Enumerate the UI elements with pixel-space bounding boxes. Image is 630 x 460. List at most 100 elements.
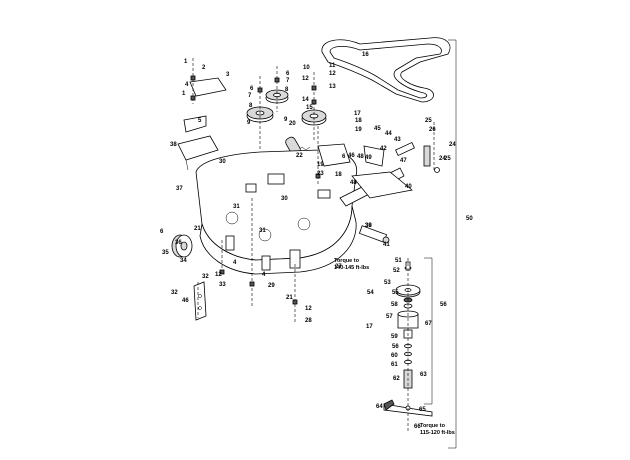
callout-35: 35: [162, 250, 169, 256]
callout-39: 39: [365, 223, 372, 229]
spindle-group-bracket: [424, 257, 433, 405]
callout-32-1: 32: [202, 274, 209, 280]
torque-note-blade-line1: Torque to: [420, 423, 446, 429]
callout-2: 2: [202, 65, 206, 71]
callout-41: 41: [383, 242, 390, 248]
callout-4-3: 4: [262, 272, 266, 278]
callout-29: 29: [268, 283, 275, 289]
callout-18-2: 18: [335, 172, 342, 178]
lift-bracket-assembly: [317, 141, 440, 173]
callout-50: 50: [466, 216, 473, 222]
callout-48-1: 48: [357, 154, 364, 160]
callout-53: 53: [384, 280, 391, 286]
callout-63: 63: [420, 372, 427, 378]
callout-60: 60: [391, 353, 398, 359]
callout-14: 14: [302, 97, 309, 103]
callout-30-1: 30: [219, 159, 226, 165]
callout-15: 15: [306, 105, 313, 111]
callout-31-1: 31: [233, 204, 240, 210]
callout-19-1: 19: [355, 127, 362, 133]
callout-21-1: 21: [194, 226, 201, 232]
idler-pulley-center: [265, 89, 289, 104]
callout-56-1: 56: [440, 302, 447, 308]
callout-11: 11: [329, 63, 336, 69]
callout-36: 36: [175, 240, 182, 246]
callout-57: 57: [386, 314, 393, 320]
callout-6-1: 6: [286, 71, 290, 77]
callout-8-2: 8: [249, 103, 253, 109]
callout-34: 34: [180, 258, 187, 264]
callout-17-1: 17: [354, 111, 361, 117]
callout-38-1: 38: [170, 142, 177, 148]
callout-55: 55: [392, 290, 399, 296]
callout-12-1: 12: [329, 71, 336, 77]
callout-10: 10: [303, 65, 310, 71]
callout-1-2: 1: [182, 91, 186, 97]
fasteners: [190, 75, 321, 305]
mower-deck-shell: [195, 149, 358, 275]
callout-66: 66: [414, 424, 421, 430]
callout-31-2: 31: [259, 228, 266, 234]
callout-25-1: 25: [425, 118, 432, 124]
torque-note-spindle: Torque to 140-145 ft-lbs: [334, 258, 369, 271]
callout-4-2: 4: [233, 260, 237, 266]
callout-64: 64: [376, 404, 383, 410]
callout-12-4: 12: [305, 306, 312, 312]
callout-20: 20: [289, 121, 296, 127]
callout-8-1: 8: [285, 87, 289, 93]
callout-52: 52: [393, 268, 400, 274]
callout-43: 43: [394, 137, 401, 143]
callout-9-1: 9: [247, 120, 251, 126]
callout-38-2: 38: [365, 223, 372, 229]
callout-51: 51: [395, 258, 402, 264]
callout-6-3: 6: [160, 229, 164, 235]
callout-40: 40: [405, 184, 412, 190]
callout-17-2: 17: [366, 324, 373, 330]
anti-scalp-wheel: [171, 234, 193, 258]
torque-note-spindle-line1: Torque to: [334, 258, 360, 264]
torque-note-spindle-line2: 140-145 ft-lbs: [334, 265, 369, 271]
callout-49: 49: [365, 155, 372, 161]
callout-9-2: 9: [284, 117, 288, 123]
callout-22: 22: [296, 153, 303, 159]
callout-54: 54: [367, 290, 374, 296]
callout-56-2: 56: [392, 344, 399, 350]
callout-45: 45: [374, 126, 381, 132]
callout-59: 59: [391, 334, 398, 340]
belt-cover: [177, 135, 219, 171]
callout-18-1: 18: [355, 118, 362, 124]
callout-48-2: 48: [350, 180, 357, 186]
idler-pulley-left: [246, 106, 274, 123]
callout-67: 67: [425, 321, 432, 327]
callout-12-2: 12: [302, 76, 309, 82]
callout-6-2: 6: [250, 86, 254, 92]
callout-46-2: 46: [348, 153, 355, 159]
callout-13: 13: [329, 84, 336, 90]
callout-4-1: 4: [185, 82, 189, 88]
callout-16: 16: [362, 52, 369, 58]
callout-61: 61: [391, 362, 398, 368]
callout-62: 62: [393, 376, 400, 382]
callout-33: 33: [219, 282, 226, 288]
callout-21-2: 21: [286, 295, 293, 301]
deck-lift-arm: [339, 167, 413, 244]
callout-23: 23: [317, 171, 324, 177]
assembly-group-bracket: [448, 39, 457, 449]
callout-24-2: 24: [439, 156, 446, 162]
callout-46-1: 46: [182, 298, 189, 304]
callout-26: 26: [429, 127, 436, 133]
callout-44: 44: [385, 131, 392, 137]
callout-5: 5: [198, 118, 202, 124]
callout-25-2: 25: [444, 156, 451, 162]
callout-7-1: 7: [286, 78, 290, 84]
callout-58: 58: [391, 302, 398, 308]
callout-19-2: 19: [317, 162, 324, 168]
callout-24-1: 24: [449, 142, 456, 148]
callout-37: 37: [176, 186, 183, 192]
callout-28: 28: [305, 318, 312, 324]
callout-65: 65: [419, 407, 426, 413]
torque-note-blade-line2: 115-120 ft-lbs: [420, 430, 455, 436]
drive-belt: [321, 37, 451, 103]
